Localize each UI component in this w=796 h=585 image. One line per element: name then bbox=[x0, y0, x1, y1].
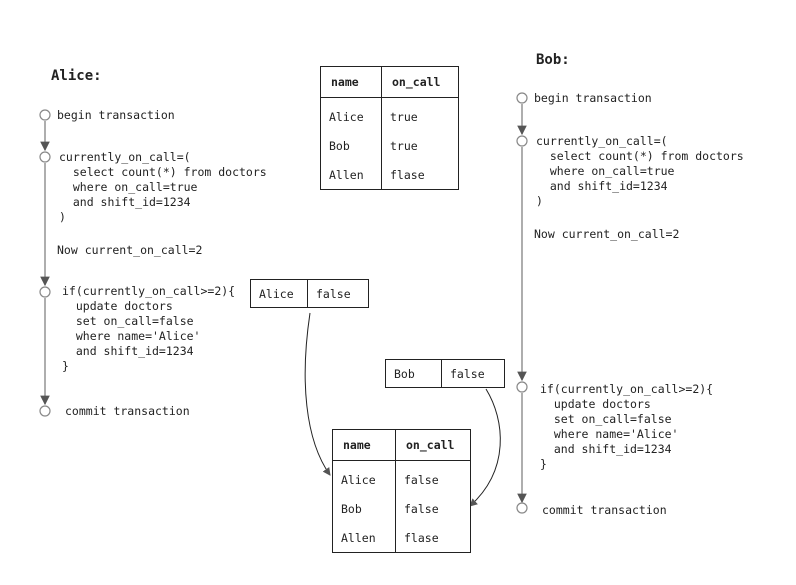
bob-update-arrow bbox=[469, 388, 501, 507]
bob-update-box: Bob false bbox=[385, 359, 505, 388]
table-before-cell: Allen bbox=[329, 167, 364, 182]
table-row: Allen flase bbox=[321, 160, 459, 190]
bob-step-begin: begin transaction bbox=[534, 91, 652, 105]
alice-node-commit bbox=[39, 405, 51, 417]
alice-update-arrow bbox=[304, 312, 331, 476]
alice-title: Alice: bbox=[51, 68, 102, 84]
alice-step-update: if(currently_on_call>=2){ update doctors… bbox=[62, 284, 236, 373]
bob-step-select: currently_on_call=( select count(*) from… bbox=[536, 134, 744, 208]
bob-node-select bbox=[516, 135, 528, 147]
table-after-cell: flase bbox=[395, 523, 471, 553]
alice-update-box: Alice false bbox=[250, 279, 369, 308]
table-before-cell: Alice bbox=[329, 109, 364, 124]
table-after-header-name: name bbox=[332, 429, 396, 461]
alice-step-begin: begin transaction bbox=[57, 108, 175, 122]
table-row: Allen flase bbox=[333, 523, 471, 553]
alice-node-update bbox=[39, 286, 51, 298]
table-after: name on_call Alice false Bob false Allen… bbox=[332, 429, 471, 553]
table-row: Alice true bbox=[321, 97, 459, 131]
table-after-cell: false bbox=[395, 494, 471, 523]
alice-step-select: currently_on_call=( select count(*) from… bbox=[59, 150, 267, 224]
bob-update-value: false bbox=[441, 360, 493, 387]
table-after-cell: Allen bbox=[341, 530, 376, 545]
bob-node-begin bbox=[516, 92, 528, 104]
table-row: Alice false bbox=[333, 460, 471, 494]
table-after-cell: false bbox=[395, 460, 471, 494]
table-before-cell: true bbox=[381, 131, 459, 160]
table-before: name on_call Alice true Bob true Allen f… bbox=[320, 66, 459, 190]
bob-title: Bob: bbox=[536, 52, 570, 68]
table-after-cell: Bob bbox=[341, 501, 362, 516]
alice-update-value: false bbox=[307, 280, 359, 307]
table-row: Bob true bbox=[321, 131, 459, 160]
table-before-cell: Bob bbox=[329, 138, 350, 153]
table-row: Bob false bbox=[333, 494, 471, 523]
table-before-header-on-call: on_call bbox=[381, 66, 459, 98]
table-after-header-on-call: on_call bbox=[395, 429, 471, 461]
bob-update-name: Bob bbox=[394, 366, 415, 381]
table-before-cell: true bbox=[381, 97, 459, 131]
bob-node-commit bbox=[516, 502, 528, 514]
alice-node-begin bbox=[39, 109, 51, 121]
alice-step-commit: commit transaction bbox=[65, 404, 190, 418]
alice-update-name: Alice bbox=[259, 286, 294, 301]
table-before-header-name: name bbox=[320, 66, 382, 98]
bob-step-update: if(currently_on_call>=2){ update doctors… bbox=[540, 382, 714, 471]
table-before-cell: flase bbox=[381, 160, 459, 190]
bob-step-note: Now current_on_call=2 bbox=[534, 227, 680, 241]
table-after-cell: Alice bbox=[341, 472, 376, 487]
alice-node-select bbox=[39, 151, 51, 163]
alice-step-note: Now current_on_call=2 bbox=[57, 243, 203, 257]
bob-step-commit: commit transaction bbox=[542, 503, 667, 517]
bob-node-update bbox=[516, 381, 528, 393]
